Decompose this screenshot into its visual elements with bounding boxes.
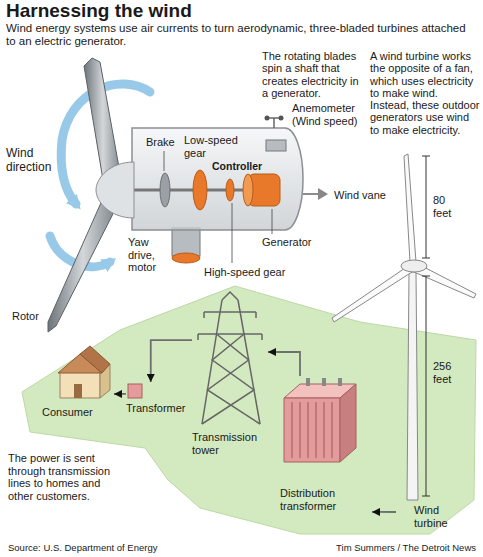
dimension-bracket bbox=[422, 276, 430, 496]
generator-cap bbox=[243, 174, 253, 206]
dimension-label: 256 feet bbox=[433, 360, 469, 385]
part-label: Low-speed gear bbox=[184, 134, 244, 159]
node-label: Distribution transformer bbox=[280, 487, 354, 512]
node-label: Transformer bbox=[126, 402, 192, 415]
note-text: The rotating blades spin a shaft that cr… bbox=[262, 50, 366, 99]
part-label: Wind direction bbox=[6, 146, 58, 174]
transformer-front bbox=[284, 398, 340, 462]
node-label: Wind turbine bbox=[414, 504, 460, 529]
anemometer-cup bbox=[265, 116, 270, 121]
power-line bbox=[268, 352, 300, 376]
power-line bbox=[151, 340, 192, 382]
turbine-blade bbox=[332, 266, 412, 322]
title: Harnessing the wind bbox=[6, 0, 192, 22]
nacelle bbox=[132, 128, 303, 230]
wind-vane-fin bbox=[318, 188, 328, 200]
part-label: Brake bbox=[146, 136, 186, 149]
dimension-label: 80 feet bbox=[433, 194, 463, 219]
part-label: Yaw drive, motor bbox=[128, 236, 168, 274]
part-label: Controller bbox=[212, 160, 272, 172]
transformer-fins bbox=[292, 402, 332, 458]
yaw-drive bbox=[172, 228, 200, 256]
part-label: Rotor bbox=[12, 310, 52, 323]
power-line bbox=[372, 511, 396, 513]
house-wall bbox=[60, 372, 100, 398]
part-label: High-speed gear bbox=[204, 266, 304, 279]
tower-leg bbox=[238, 300, 260, 424]
insulator bbox=[338, 378, 342, 386]
turbine-nacelle bbox=[401, 260, 427, 272]
node-label: Consumer bbox=[42, 406, 112, 419]
credit-note: Tim Summers / The Detroit News bbox=[280, 542, 476, 553]
tower-apex bbox=[222, 292, 238, 300]
insulator bbox=[306, 378, 310, 386]
turbine-blade bbox=[404, 154, 416, 262]
pole-transformer: Transformer bbox=[126, 382, 194, 416]
leader-line bbox=[164, 151, 165, 171]
tower-arm bbox=[204, 311, 256, 313]
dimension-bracket bbox=[422, 156, 430, 258]
controller-box bbox=[266, 140, 286, 151]
tower-brace bbox=[208, 334, 261, 424]
leader-line bbox=[272, 209, 273, 234]
transformer-side bbox=[340, 384, 356, 462]
leader-line bbox=[232, 203, 233, 263]
tower-arm bbox=[198, 333, 262, 335]
pole-transformer bbox=[128, 384, 142, 398]
power-line bbox=[114, 393, 126, 395]
house-roof bbox=[80, 346, 110, 373]
tower-leg bbox=[202, 300, 222, 424]
part-label: Anemometer (Wind speed) bbox=[292, 102, 372, 127]
high-speed-gear bbox=[226, 179, 234, 201]
note-text: The power is sent through transmission l… bbox=[8, 452, 122, 502]
consumer-house: Consumer bbox=[36, 340, 114, 420]
anemometer-mast bbox=[273, 118, 275, 128]
rotor-blade bbox=[48, 196, 118, 332]
tower-brace bbox=[202, 334, 254, 424]
turbine-tower bbox=[407, 272, 418, 500]
house-door bbox=[74, 384, 82, 398]
tower-lattice bbox=[198, 292, 262, 424]
intro-text: Wind energy systems use air currents to … bbox=[6, 22, 478, 48]
anemometer-cup bbox=[279, 116, 284, 121]
distribution-transformer: Distribution transformer bbox=[276, 376, 372, 516]
insulator bbox=[198, 312, 262, 340]
brake-disc bbox=[160, 173, 170, 207]
wind-turbine: Wind turbine bbox=[396, 494, 466, 534]
note-text: A wind turbine works the opposite of a f… bbox=[370, 50, 480, 136]
insulator bbox=[322, 378, 326, 386]
source-note: Source: U.S. Department of Energy bbox=[8, 542, 258, 553]
transmission-tower: Transmission tower bbox=[192, 290, 268, 458]
low-speed-gear bbox=[193, 170, 207, 210]
part-label: Generator bbox=[262, 236, 322, 249]
part-label: Wind vane bbox=[334, 189, 394, 202]
hub bbox=[96, 162, 134, 218]
yaw-gear bbox=[172, 253, 200, 263]
node-label: Transmission tower bbox=[192, 431, 264, 456]
